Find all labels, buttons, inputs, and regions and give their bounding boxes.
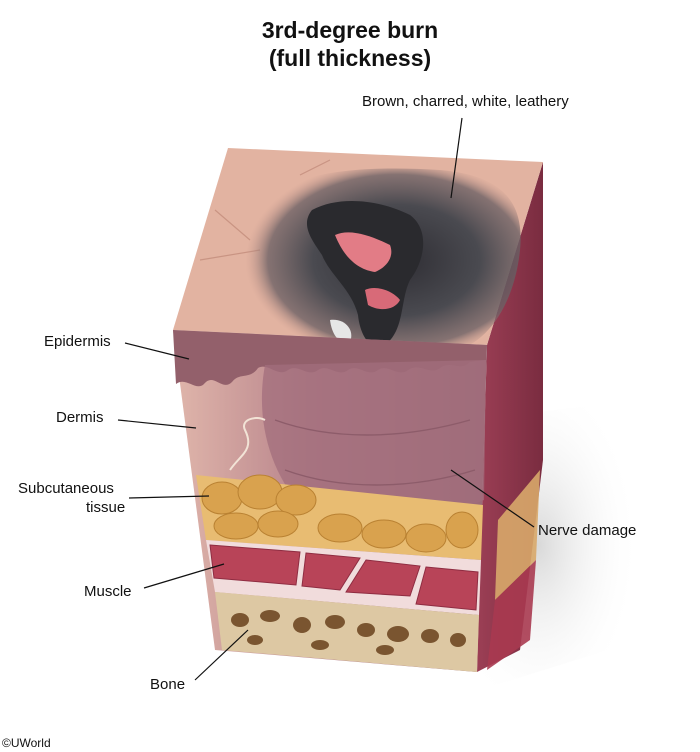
burned-dermis [261, 360, 486, 518]
surface-leader-line [450, 117, 463, 199]
title-line-1: 3rd-degree burn [261, 17, 439, 43]
dermis-leader-line [117, 419, 197, 429]
epidermis-leader-line [124, 342, 190, 360]
subcutaneous-leader-line [128, 495, 210, 499]
muscle-label: Muscle [84, 583, 132, 600]
dermis-label: Dermis [56, 409, 104, 426]
epidermis-layer [173, 330, 487, 387]
subcutaneous-label-line-2: tissue [86, 499, 126, 516]
nerve-leader-line [450, 469, 535, 528]
bone-label: Bone [150, 676, 186, 693]
subcutaneous-label-line-1: Subcutaneous [18, 480, 114, 497]
nerve-label: Nerve damage [538, 522, 637, 539]
bone-leader-line [194, 629, 249, 681]
bone-layer [215, 592, 479, 672]
nerve [229, 417, 266, 471]
surface-label: Brown, charred, white, leathery [362, 93, 569, 110]
title-line-2: (full thickness) [268, 45, 432, 71]
diagram-title: 3rd-degree burn (full thickness) [0, 16, 700, 72]
epidermis-label: Epidermis [44, 333, 111, 350]
muscle-leader-line [143, 563, 225, 589]
copyright-text: ©UWorld [2, 736, 51, 750]
